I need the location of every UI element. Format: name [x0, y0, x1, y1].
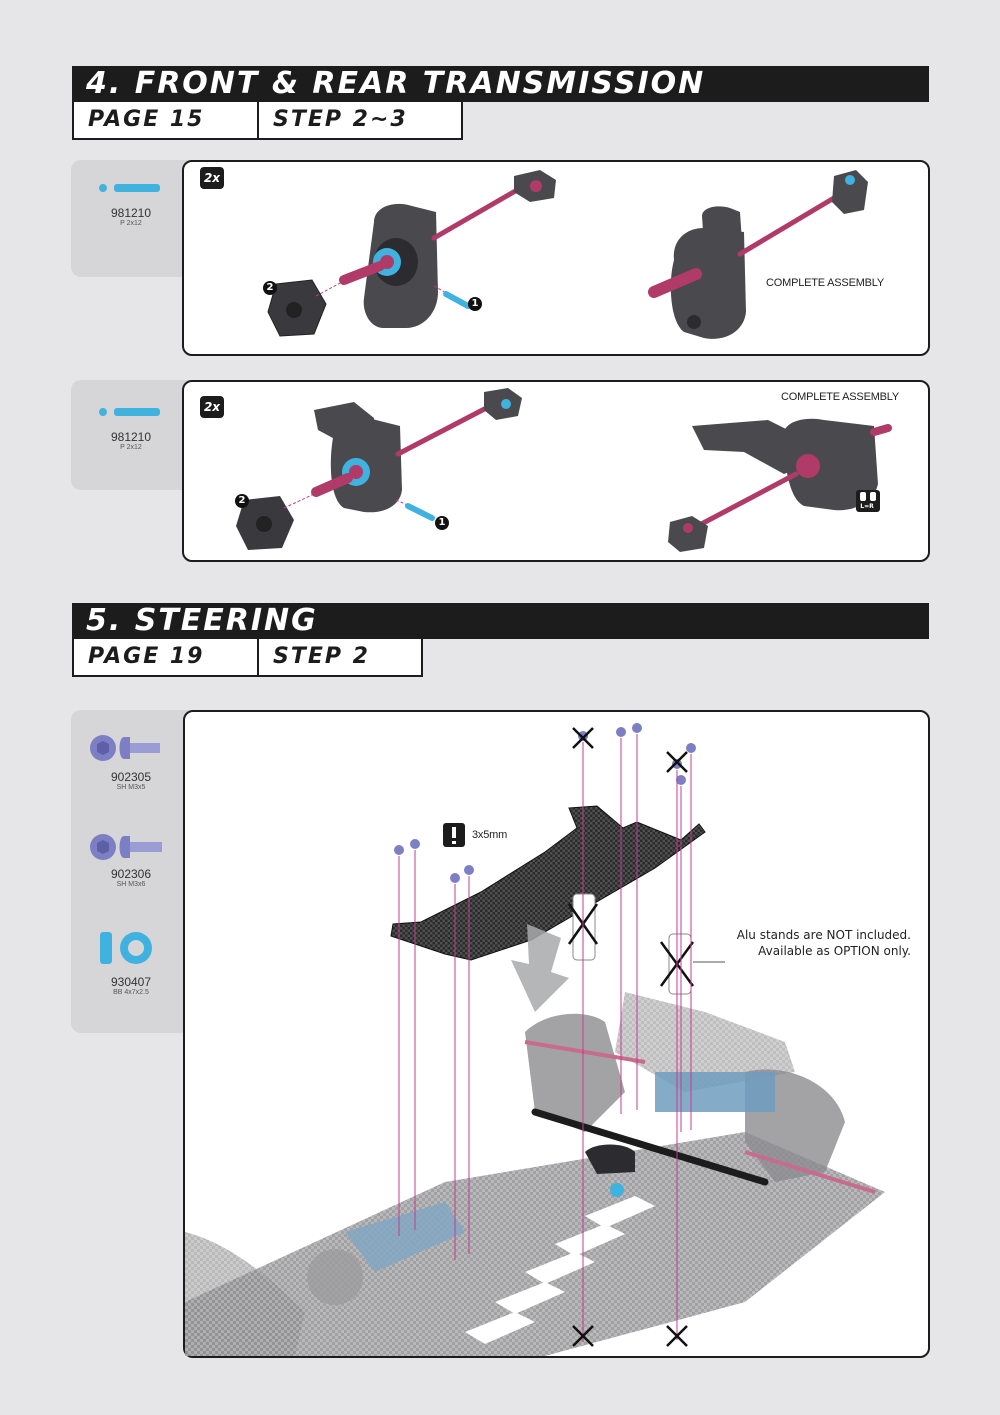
part-desc: SH M3x5 — [116, 784, 146, 791]
part-code: 981210 — [110, 206, 152, 220]
callout-1-icon: 1 — [468, 297, 482, 311]
pin-icon — [99, 184, 160, 192]
parts-box-1 — [71, 160, 191, 277]
alu-stands-note-line2: Available as OPTION only. — [758, 944, 911, 958]
quantity-badge: 2x — [200, 396, 224, 418]
part-desc: BB 4x7x2.5 — [113, 989, 149, 996]
section-4-step: STEP 2~3 — [257, 102, 463, 140]
steering-diagram — [185, 723, 885, 1356]
complete-assembly-caption: COMPLETE ASSEMBLY — [766, 277, 885, 289]
part-desc: P 2x12 — [120, 220, 142, 227]
section-5-title: 5. STEERING — [72, 603, 929, 639]
part-code: 930407 — [110, 975, 152, 989]
part-desc: SH M3x6 — [116, 881, 146, 888]
bearing-icon — [100, 932, 152, 964]
alu-stands-note-line1: Alu stands are NOT included. — [736, 928, 911, 942]
callout-2-icon: 2 — [263, 281, 277, 295]
transmission-diagram-1 — [267, 170, 868, 339]
section-4-title: 4. FRONT & REAR TRANSMISSION — [72, 66, 929, 102]
callout-2-icon: 2 — [235, 494, 249, 508]
pin-icon — [99, 408, 160, 416]
part-code: 902306 — [110, 867, 152, 881]
callout-1-icon: 1 — [435, 516, 449, 530]
section-5-step: STEP 2 — [257, 639, 423, 677]
screw-icon — [90, 834, 162, 860]
parts-box-2 — [71, 380, 191, 490]
quantity-badge: 2x — [200, 167, 224, 189]
screw-size-note: 3x5mm — [472, 829, 508, 841]
screw-icon — [90, 735, 160, 761]
part-code: 981210 — [110, 430, 152, 444]
transmission-diagram-2 — [236, 388, 892, 552]
left-right-icon: L=R — [860, 503, 874, 510]
section-4-page: PAGE 15 — [72, 102, 259, 140]
part-desc: P 2x12 — [120, 444, 142, 451]
section-5-page: PAGE 19 — [72, 639, 259, 677]
parts-box-3 — [71, 710, 191, 1033]
complete-assembly-caption: COMPLETE ASSEMBLY — [781, 391, 900, 403]
part-code: 902305 — [110, 770, 152, 784]
